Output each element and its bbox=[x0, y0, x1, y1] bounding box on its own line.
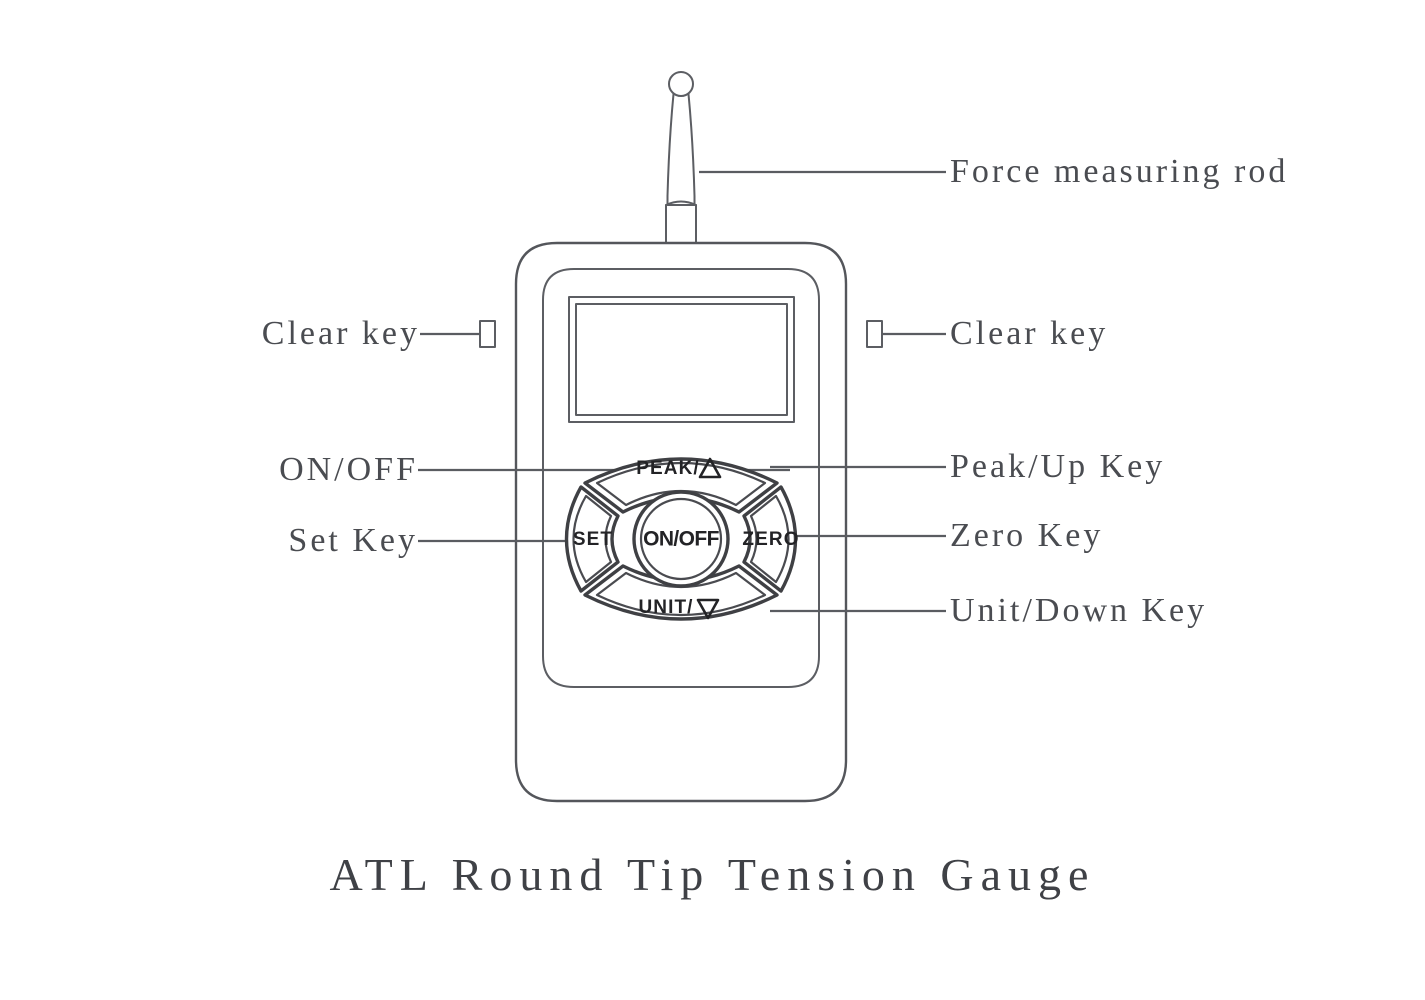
force-measuring-rod bbox=[665, 71, 697, 244]
key-set-emboss bbox=[572, 494, 613, 584]
key-zero-label: ZERO bbox=[742, 529, 799, 550]
lcd-display bbox=[568, 296, 795, 423]
key-on-off-label: ON/OFF bbox=[643, 528, 719, 551]
rod-base bbox=[665, 204, 697, 244]
device-body bbox=[514, 241, 848, 803]
key-set-face[interactable] bbox=[564, 485, 620, 593]
keypad: PEAK/ UNIT/ SET ZERO bbox=[564, 457, 799, 621]
callout-unit-down-key: Unit/Down Key bbox=[950, 592, 1208, 629]
rod-ball-tip bbox=[668, 71, 694, 97]
triangle-up-icon bbox=[698, 457, 722, 479]
triangle-down-icon bbox=[696, 598, 720, 620]
lcd-outer-frame bbox=[568, 296, 795, 423]
clear-key-right-cap[interactable] bbox=[866, 320, 883, 348]
clear-key-left-cap[interactable] bbox=[479, 320, 496, 348]
key-zero-face[interactable] bbox=[742, 485, 798, 593]
rod-collar bbox=[665, 200, 697, 206]
callout-clear-key-left: Clear key bbox=[261, 315, 420, 352]
lcd-inner-frame bbox=[575, 303, 788, 416]
callout-on-off: ON/OFF bbox=[279, 451, 418, 488]
key-on-off[interactable]: ON/OFF bbox=[632, 490, 730, 588]
rod-shaft bbox=[666, 93, 696, 206]
device-outer-shell bbox=[514, 241, 848, 803]
key-zero[interactable]: ZERO bbox=[742, 485, 799, 593]
key-set[interactable]: SET bbox=[564, 485, 620, 593]
key-zero-emboss bbox=[749, 494, 790, 584]
callout-peak-up-key: Peak/Up Key bbox=[950, 448, 1166, 485]
clear-key-right-button[interactable] bbox=[866, 320, 883, 348]
key-unit-down-emboss bbox=[595, 571, 767, 617]
key-on-off-emboss bbox=[639, 497, 723, 581]
key-unit-down-label: UNIT/ bbox=[638, 597, 693, 618]
device-inner-panel bbox=[542, 268, 820, 688]
callout-zero-key: Zero Key bbox=[950, 517, 1104, 554]
clear-key-left-button[interactable] bbox=[479, 320, 496, 348]
callout-force-measuring-rod: Force measuring rod bbox=[950, 153, 1289, 190]
callout-set-key: Set Key bbox=[288, 522, 418, 559]
key-set-label: SET bbox=[573, 529, 613, 550]
key-peak-up-emboss bbox=[595, 461, 767, 507]
key-peak-up-label: PEAK/ bbox=[636, 458, 700, 479]
callout-clear-key-right: Clear key bbox=[950, 315, 1109, 352]
diagram-caption: ATL Round Tip Tension Gauge bbox=[329, 849, 1096, 900]
key-on-off-face[interactable] bbox=[632, 490, 730, 588]
